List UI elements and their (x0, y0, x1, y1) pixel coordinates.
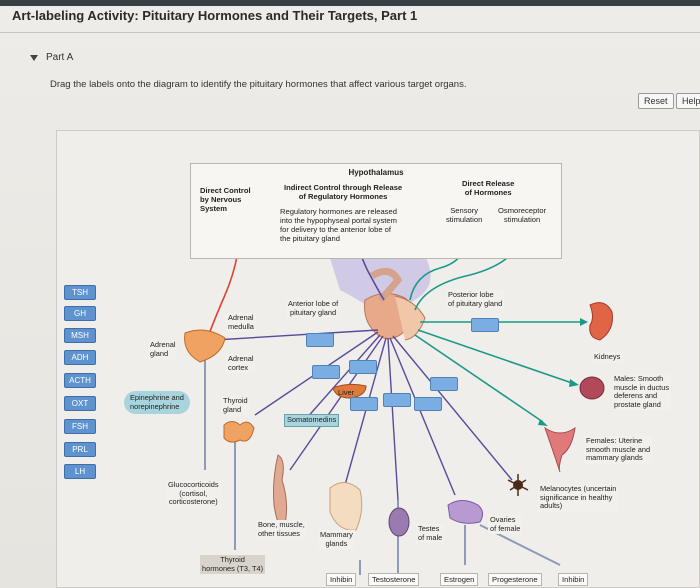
drop-target-6[interactable] (350, 397, 378, 411)
thyroid-gland-label: Thyroid gland (221, 396, 250, 416)
part-a-toggle[interactable]: Part A (30, 52, 73, 63)
kidneys-label: Kidneys (592, 352, 623, 363)
adrenal-gland-label: Adrenal gland (148, 340, 178, 360)
regulatory-hormones-text: Regulatory hormones are released into th… (280, 207, 397, 243)
adrenal-medulla-label: Adrenal medulla (226, 313, 256, 333)
drop-target-5[interactable] (430, 377, 458, 391)
posterior-lobe-label: Posterior lobe of pituitary gland (446, 290, 505, 310)
drop-target-3[interactable] (312, 365, 340, 379)
indirect-control-title: Indirect Control through Release of Regu… (284, 183, 403, 201)
epinephrine-bubble: Epinephrine and norepinephrine (124, 391, 190, 415)
bottom-testosterone: Testosterone (368, 573, 420, 586)
mammary-glands-label: Mammary glands (318, 530, 355, 550)
label-tag-fsh[interactable]: FSH (64, 419, 96, 434)
label-tag-oxt[interactable]: OXT (64, 396, 96, 411)
drop-target-2[interactable] (471, 318, 499, 332)
bottom-estrogen: Estrogen (440, 573, 479, 586)
hypothalamus-title: Hypothalamus (348, 168, 404, 177)
osmoreceptor-stimulation-label: Osmoreceptor stimulation (498, 206, 547, 224)
drop-target-7[interactable] (383, 393, 411, 407)
top-bar (0, 0, 700, 6)
title-divider (0, 32, 700, 33)
testes-label: Testes of male (416, 524, 445, 544)
bottom-inhibin-1: Inhibin (326, 573, 357, 586)
drop-target-1[interactable] (306, 333, 334, 347)
bottom-progesterone: Progesterone (488, 573, 542, 586)
liver-label: Liver (338, 388, 355, 397)
direct-control-nervous-label: Direct Control by Nervous System (200, 186, 251, 213)
somatomedins-label: Somatomedins (284, 414, 340, 427)
label-tag-lh[interactable]: LH (64, 464, 96, 479)
anterior-lobe-label: Anterior lobe of pituitary gland (286, 299, 341, 319)
direct-release-title: Direct Release of Hormones (462, 179, 515, 197)
drop-target-4[interactable] (349, 360, 377, 374)
bone-muscle-label: Bone, muscle, other tissues (256, 520, 307, 540)
label-tag-acth[interactable]: ACTH (64, 373, 96, 388)
adrenal-cortex-label: Adrenal cortex (226, 354, 256, 374)
drop-target-8[interactable] (414, 397, 442, 411)
instructions: Drag the labels onto the diagram to iden… (50, 79, 467, 90)
bottom-inhibin-2: Inhibin (558, 573, 589, 586)
hypothalamus-box: Hypothalamus (190, 163, 562, 259)
label-tag-msh[interactable]: MSH (64, 328, 96, 343)
ovaries-label: Ovaries of female (488, 515, 523, 535)
help-button[interactable]: Help (676, 93, 700, 109)
reset-button[interactable]: Reset (638, 93, 674, 109)
label-tag-adh[interactable]: ADH (64, 350, 96, 365)
melanocytes-label: Melanocytes (uncertain significance in h… (538, 484, 619, 512)
glucocorticoids-label: Glucocorticoids (cortisol, corticosteron… (166, 480, 221, 508)
males-target-label: Males: Smooth muscle in ductus deferens … (612, 374, 672, 411)
label-tag-tsh[interactable]: TSH (64, 285, 96, 300)
part-a-label: Part A (46, 52, 74, 63)
thyroid-hormones-label: Thyroid hormones (T3, T4) (200, 555, 266, 575)
label-tag-gh[interactable]: GH (64, 306, 96, 321)
activity-title: Art-labeling Activity: Pituitary Hormone… (12, 8, 418, 23)
label-tag-prl[interactable]: PRL (64, 442, 96, 457)
sensory-stimulation-label: Sensory stimulation (446, 206, 483, 224)
collapse-triangle-icon[interactable] (30, 54, 38, 61)
females-target-label: Females: Uterine smooth muscle and mamma… (584, 436, 653, 464)
